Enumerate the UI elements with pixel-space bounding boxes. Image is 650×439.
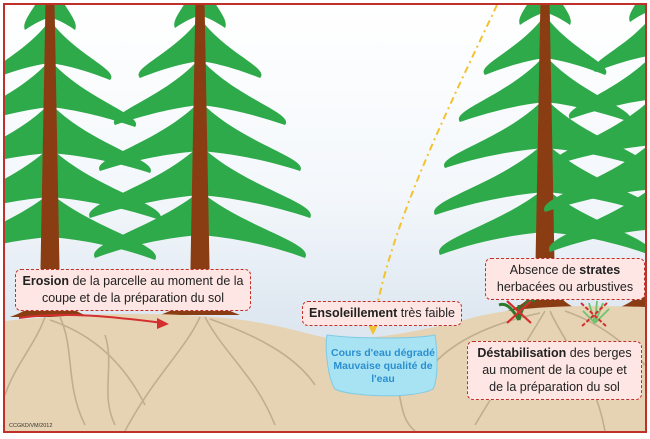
- strates-label: Absence de strates herbacées ou arbustiv…: [485, 258, 645, 300]
- erosion-label: Erosion de la parcelle au moment de la c…: [15, 269, 251, 311]
- water-quality-label: Cours d'eau dégradé Mauvaise qualité de …: [327, 347, 439, 386]
- ensoleillement-label: Ensoleillement très faible: [302, 301, 462, 326]
- destabilisation-label: Déstabilisation des berges au moment de …: [467, 341, 642, 400]
- credit-text: CCGKD/VM/2012: [9, 423, 52, 429]
- diagram-frame: Erosion de la parcelle au moment de la c…: [3, 3, 647, 433]
- sun-ray-icon: [373, 5, 497, 327]
